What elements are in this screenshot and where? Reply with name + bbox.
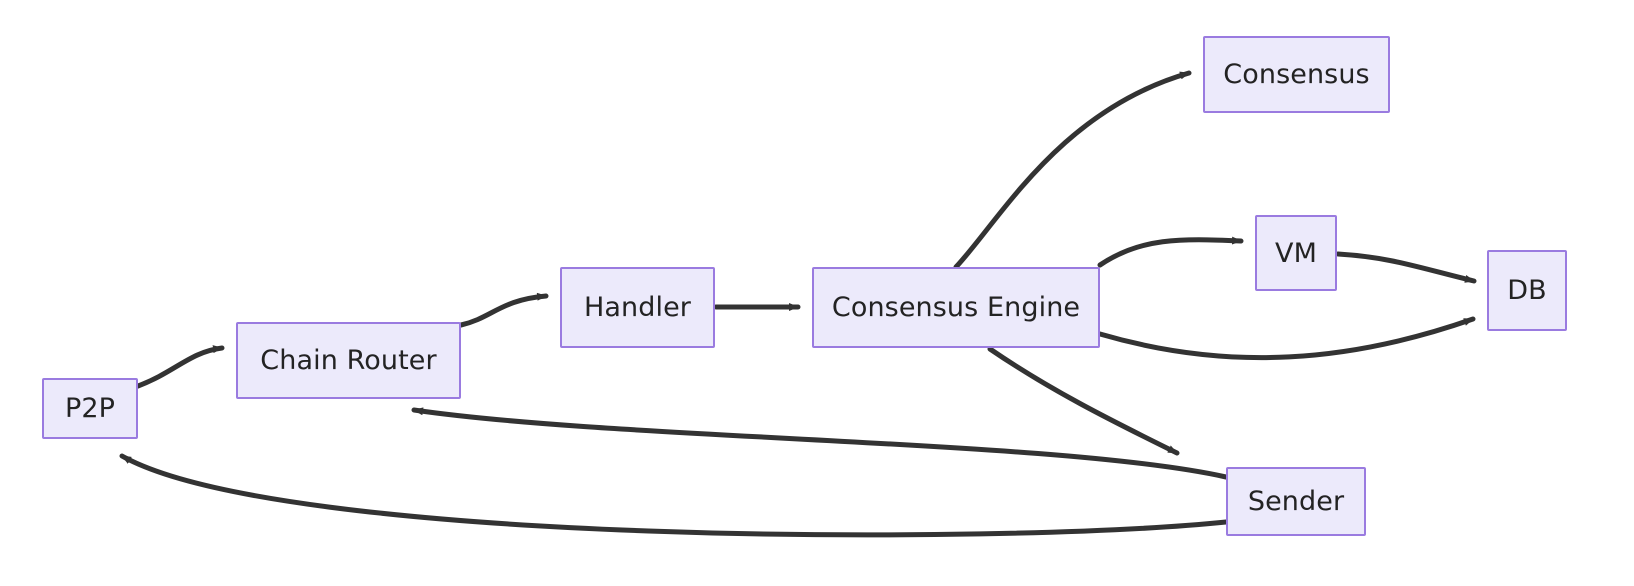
node-consensus[interactable]: Consensus [1203, 36, 1390, 113]
edge-sender-to-p2p [119, 453, 1229, 538]
edge-consensus-engine-to-db [1097, 316, 1476, 361]
node-handler-label: Handler [583, 292, 691, 323]
edge-consensus-engine-to-vm [1097, 236, 1244, 268]
edge-vm-to-db [1335, 251, 1477, 284]
edge-p2p-to-chain-router [135, 345, 225, 389]
node-consensus-engine[interactable]: Consensus Engine [812, 267, 1100, 348]
node-vm[interactable]: VM [1255, 215, 1337, 291]
node-db-label: DB [1507, 275, 1547, 306]
edge-consensus-engine-to-sender [987, 346, 1180, 456]
node-handler[interactable]: Handler [560, 267, 715, 348]
node-chain-router[interactable]: Chain Router [236, 322, 461, 399]
node-vm-label: VM [1275, 237, 1317, 269]
edge-chain-router-to-handler [458, 292, 549, 328]
node-chain-router-label: Chain Router [260, 345, 437, 376]
node-consensus-label: Consensus [1223, 59, 1370, 90]
node-consensus-engine-label: Consensus Engine [831, 292, 1081, 323]
node-p2p[interactable]: P2P [42, 378, 138, 439]
edge-consensus-engine-to-consensus [953, 70, 1192, 270]
node-sender-label: Sender [1247, 486, 1345, 517]
node-db[interactable]: DB [1487, 250, 1567, 331]
edge-sender-to-chain-router [411, 407, 1229, 480]
node-p2p-label: P2P [64, 393, 116, 424]
node-sender[interactable]: Sender [1226, 467, 1366, 536]
